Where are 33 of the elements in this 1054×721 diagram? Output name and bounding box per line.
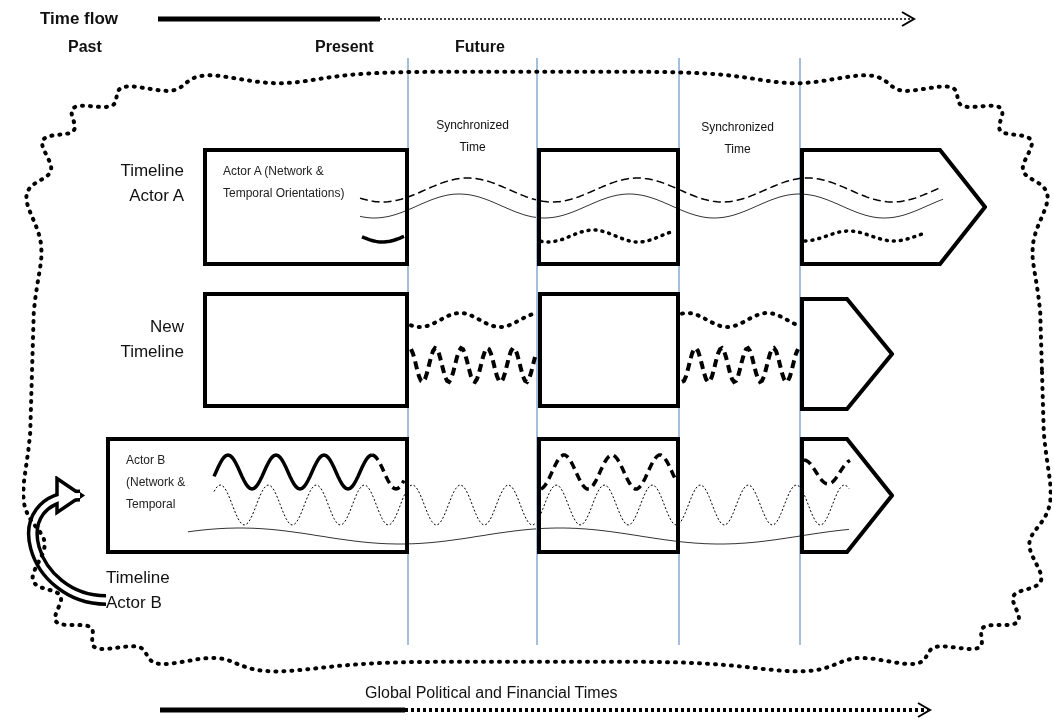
- wavy-line: [680, 345, 800, 385]
- wavy-line: [359, 193, 537, 219]
- timeline-box: [538, 292, 680, 408]
- row-label: New Timeline: [119, 316, 184, 363]
- pentagon: [800, 148, 987, 266]
- timeline-box: [106, 437, 409, 554]
- wavy-line: [187, 527, 537, 545]
- timeline-box: [537, 437, 680, 554]
- timeline-box: [203, 292, 409, 408]
- axis-title: Time flow: [40, 8, 119, 30]
- time-label: Future: [455, 37, 505, 57]
- row-label: Timeline Actor A: [119, 160, 184, 207]
- box-label: Actor A (Network & Temporal Orientations): [223, 163, 346, 202]
- wavy-line: [540, 527, 850, 545]
- pentagon: [800, 297, 894, 411]
- time-label: Present: [315, 37, 374, 57]
- wavy-line: [213, 484, 537, 526]
- wavy-line: [540, 177, 940, 203]
- curved-arrow: [27, 479, 107, 606]
- wavy-line: [680, 311, 800, 329]
- axis-title: Global Political and Financial Times: [365, 683, 618, 703]
- timeline-box: [203, 148, 409, 266]
- timeline-label: Timeline Actor B: [106, 565, 188, 615]
- period-label: Synchronized Time: [700, 119, 775, 158]
- wavy-line: [359, 177, 537, 203]
- pentagon: [800, 437, 894, 554]
- wavy-line: [540, 193, 944, 219]
- wavy-line: [540, 484, 850, 526]
- timeline-box: [537, 148, 680, 266]
- wavy-line: [409, 345, 537, 385]
- period-label: Synchronized Time: [435, 117, 510, 156]
- time-label: Past: [68, 37, 102, 57]
- box-label: Actor B (Network & Temporal: [126, 452, 187, 513]
